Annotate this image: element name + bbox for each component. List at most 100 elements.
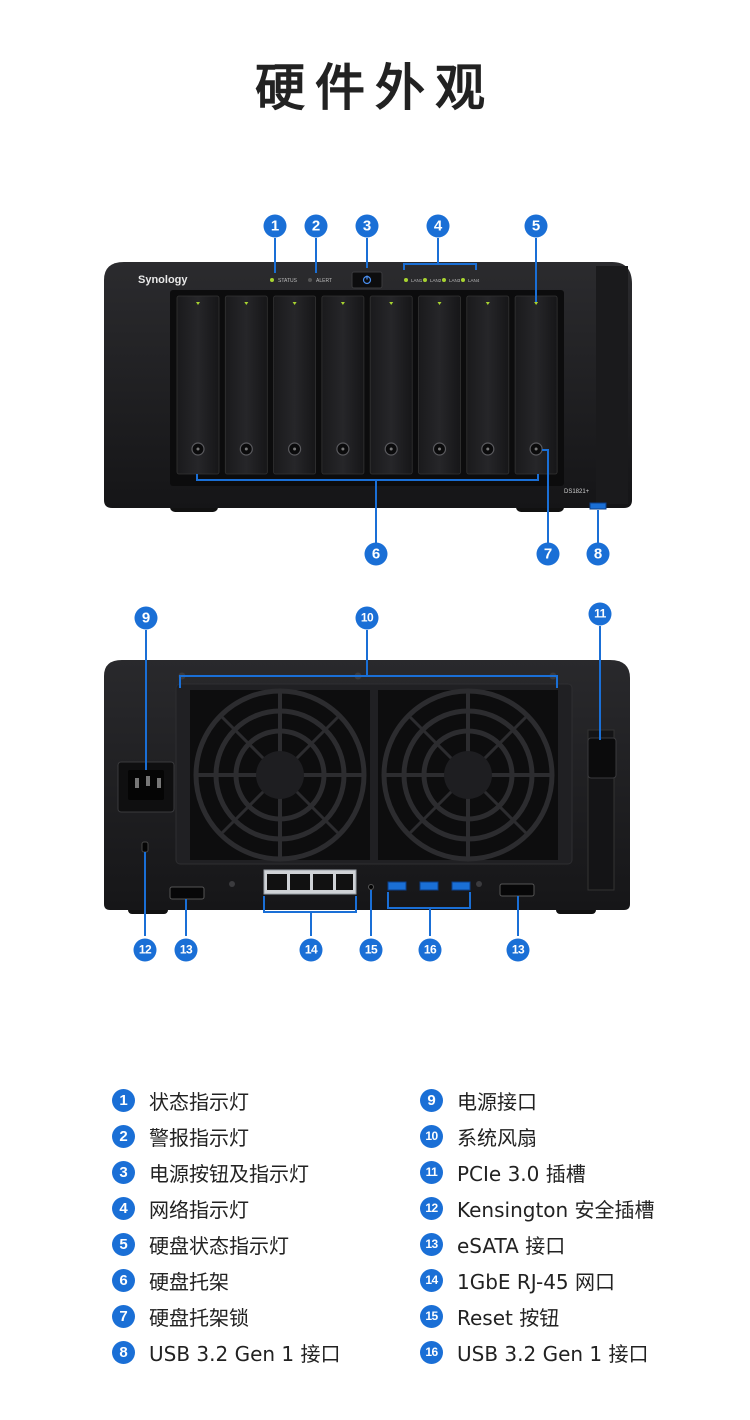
rear-usb-port-3[interactable] bbox=[451, 881, 471, 891]
callout-badge-13-left: 13 bbox=[174, 938, 198, 962]
front-usb-port[interactable] bbox=[589, 502, 607, 510]
legend-label: 电源接口 bbox=[457, 1089, 537, 1114]
callout-badge-15: 15 bbox=[359, 938, 383, 962]
legend-number: 10 bbox=[420, 1124, 443, 1148]
legend-item: 3 电源按钮及指示灯 bbox=[112, 1154, 341, 1190]
legend-label: 硬盘托架锁 bbox=[149, 1305, 249, 1330]
legend-label: 电源按钮及指示灯 bbox=[149, 1161, 309, 1186]
legend-label: 警报指示灯 bbox=[149, 1125, 249, 1150]
legend-item: 8 USB 3.2 Gen 1 接口 bbox=[112, 1334, 341, 1370]
legend-number: 5 bbox=[112, 1232, 135, 1256]
model-label: DS1821+ bbox=[564, 489, 590, 495]
lan3-led bbox=[442, 278, 446, 282]
legend-item: 2 警报指示灯 bbox=[112, 1118, 341, 1154]
status-led bbox=[270, 278, 274, 282]
legend-number: 7 bbox=[112, 1304, 135, 1328]
legend-number: 15 bbox=[420, 1304, 443, 1328]
rear-usb-port-2[interactable] bbox=[419, 881, 439, 891]
callout-badge-1: 1 bbox=[263, 214, 287, 238]
legend-number: 1 bbox=[112, 1088, 135, 1112]
callout-badge-2: 2 bbox=[304, 214, 328, 238]
esata-port-left[interactable] bbox=[169, 886, 205, 900]
system-fan-left bbox=[190, 688, 370, 862]
fan-hub bbox=[256, 751, 304, 799]
legend-label: 硬盘托架 bbox=[149, 1269, 229, 1294]
legend-label: 硬盘状态指示灯 bbox=[149, 1233, 289, 1258]
callout-badge-7: 7 bbox=[536, 542, 560, 566]
legend-label: PCIe 3.0 插槽 bbox=[457, 1161, 586, 1186]
system-fan-right bbox=[378, 688, 558, 862]
drive-status-led bbox=[340, 302, 345, 305]
drive-tray[interactable] bbox=[273, 295, 317, 475]
callout-badge-3: 3 bbox=[355, 214, 379, 238]
front-view-illustration: Synology STATUS ALERT LAN1 LAN2 LAN3 LAN… bbox=[104, 238, 632, 543]
drive-tray[interactable] bbox=[224, 295, 268, 475]
legend-number: 8 bbox=[112, 1340, 135, 1364]
brand-logo: Synology bbox=[138, 274, 188, 286]
power-button[interactable] bbox=[351, 271, 383, 289]
lan1-led-label: LAN1 bbox=[411, 278, 423, 283]
legend-label: 网络指示灯 bbox=[149, 1197, 249, 1222]
lan2-led bbox=[423, 278, 427, 282]
lan4-led bbox=[461, 278, 465, 282]
legend-number: 2 bbox=[112, 1124, 135, 1148]
drive-tray[interactable] bbox=[418, 295, 461, 475]
legend-label: USB 3.2 Gen 1 接口 bbox=[457, 1341, 649, 1366]
legend-number: 11 bbox=[420, 1160, 443, 1184]
callout-badge-8: 8 bbox=[586, 542, 610, 566]
callout-badge-4: 4 bbox=[426, 214, 450, 238]
rear-usb-port-1[interactable] bbox=[387, 881, 407, 891]
chassis-side bbox=[596, 266, 628, 504]
reset-button[interactable] bbox=[368, 884, 374, 890]
drive-tray[interactable] bbox=[369, 295, 413, 475]
callout-badge-9: 9 bbox=[134, 606, 158, 630]
pcie-bracket bbox=[587, 737, 617, 779]
esata-port-right[interactable] bbox=[499, 883, 535, 897]
legend-item: 11 PCIe 3.0 插槽 bbox=[420, 1154, 655, 1190]
legend-number: 13 bbox=[420, 1232, 443, 1256]
callout-badge-12: 12 bbox=[133, 938, 157, 962]
rj45-ports bbox=[263, 869, 357, 895]
alert-led bbox=[308, 278, 312, 282]
legend-number: 3 bbox=[112, 1160, 135, 1184]
legend-item: 4 网络指示灯 bbox=[112, 1190, 341, 1226]
lan2-led-label: LAN2 bbox=[430, 278, 442, 283]
drive-bay-area bbox=[170, 290, 564, 486]
legend-item: 13 eSATA 接口 bbox=[420, 1226, 655, 1262]
fan-hub bbox=[444, 751, 492, 799]
legend-item: 7 硬盘托架锁 bbox=[112, 1298, 341, 1334]
drive-tray[interactable] bbox=[466, 295, 510, 475]
drive-status-led bbox=[244, 302, 249, 305]
status-led-label: STATUS bbox=[278, 278, 298, 284]
legend-item: 15 Reset 按钮 bbox=[420, 1298, 655, 1334]
legend-number: 12 bbox=[420, 1196, 443, 1220]
rear-view-illustration bbox=[104, 626, 630, 936]
legend-label: USB 3.2 Gen 1 接口 bbox=[149, 1341, 341, 1366]
drive-status-led bbox=[437, 302, 442, 305]
alert-led-label: ALERT bbox=[316, 278, 332, 284]
legend-number: 9 bbox=[420, 1088, 443, 1112]
lan1-led bbox=[404, 278, 408, 282]
callout-badge-14: 14 bbox=[299, 938, 323, 962]
legend-number: 4 bbox=[112, 1196, 135, 1220]
callout-badge-13-right: 13 bbox=[506, 938, 530, 962]
drive-status-led bbox=[196, 302, 200, 305]
drive-tray[interactable] bbox=[321, 295, 365, 475]
drive-status-led bbox=[292, 302, 297, 305]
legend-label: Reset 按钮 bbox=[457, 1305, 560, 1330]
callout-badge-6: 6 bbox=[364, 542, 388, 566]
legend-label: eSATA 接口 bbox=[457, 1233, 566, 1258]
kensington-slot[interactable] bbox=[141, 841, 149, 853]
callout-badge-10: 10 bbox=[355, 606, 379, 630]
drive-tray[interactable] bbox=[514, 295, 558, 475]
drive-tray[interactable] bbox=[176, 295, 220, 475]
drive-status-led bbox=[389, 302, 394, 305]
lan3-led-label: LAN3 bbox=[449, 278, 461, 283]
